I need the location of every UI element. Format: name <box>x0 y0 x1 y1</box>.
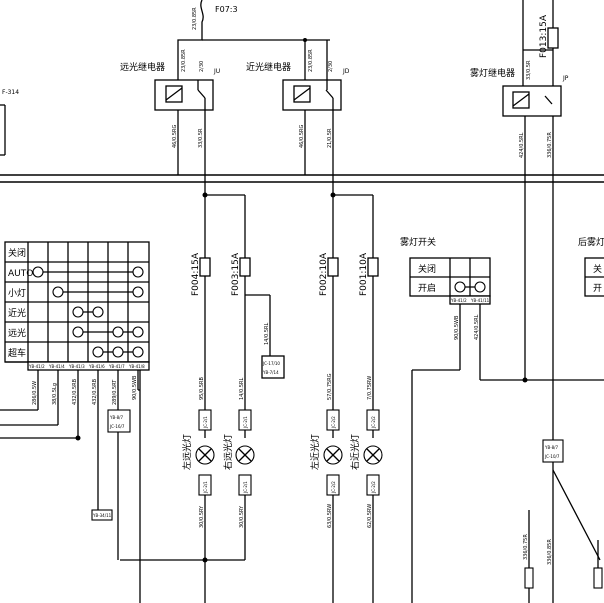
connector-label: JC-10/7 <box>544 454 560 459</box>
wire-label: 30/0.5RY <box>199 505 205 528</box>
relay-code: JD <box>342 68 350 75</box>
svg-text:YB-41/3: YB-41/3 <box>68 364 85 369</box>
lamp-left-high: JC-2/1 左远光灯 JC-2/1 <box>181 409 215 496</box>
connector-label: JC-16/7 <box>109 424 125 429</box>
light-switch-matrix: 关闭 AUTO 小灯 近光 远光 超车 YB-41/2 YB-41/4 YB-4… <box>4 241 150 371</box>
svg-text:JC-2/1: JC-2/1 <box>203 416 208 429</box>
relay-low-beam: 近光继电器 JD 23/0.85R 2/30 46/0.5RG 21/0.5R <box>246 40 350 175</box>
relay-name: 远光继电器 <box>120 61 165 73</box>
relay-high-beam: 远光继电器 JU 23/0.85R 2/30 46/0.5RG 33/0.5R <box>120 49 220 175</box>
svg-text:YB-41/7: YB-41/7 <box>108 364 125 369</box>
lamp-label: 右远光灯 <box>222 434 234 470</box>
lamp-label: 左近光灯 <box>309 434 321 470</box>
svg-text:JC-2/2: JC-2/2 <box>331 416 336 429</box>
lamp-right-high: JC-2/1 右远光灯 JC-2/1 <box>222 409 255 496</box>
relay-code: JU <box>213 68 220 75</box>
switch-row-label: 近光 <box>8 307 26 319</box>
relay-in-pin: 2/30 <box>199 61 205 72</box>
relay-fog: F013:15A 雾灯继电器 JP 33/0.5R 424/0.5RL 336/… <box>470 0 569 175</box>
relay-name: 近光继电器 <box>246 61 291 73</box>
switch-row-label: AUTO <box>8 269 33 279</box>
wire-label: 90/0.5WB <box>132 375 138 400</box>
lamp-label: 右近光灯 <box>349 434 361 470</box>
switch-row-label: 远光 <box>8 327 26 339</box>
switch-row-label: 关闭 <box>418 263 436 275</box>
wire-label: 63/0.5RW <box>327 504 333 528</box>
connector-label: YB-7/14 <box>262 370 279 375</box>
relay-in-wire: 23/0.85R <box>181 49 187 72</box>
switch-row-label: 超车 <box>8 347 26 359</box>
wire-label-f07: 23/0.85R <box>192 7 198 30</box>
relay-in-wire: 23/0.85R <box>308 49 314 72</box>
relay-in-wire: 33/0.5R <box>526 60 532 80</box>
wire-label: 90/0.5WB <box>454 315 460 340</box>
relay-in-pin: 2/30 <box>328 61 334 72</box>
fuse-label-f001: F001:10A <box>359 252 369 296</box>
lamp-right-low: JC-2/2 右近光灯 JC-2/2 <box>349 409 383 496</box>
switch-row-label: 关 <box>593 263 602 275</box>
wire-label: 62/0.5RW <box>367 504 373 528</box>
wire-label: 432/0.5RB <box>72 378 78 405</box>
connector-label: JC-17/10 <box>262 361 280 366</box>
wire-label: 336/0.75R <box>523 534 529 560</box>
switch-row-label: 小灯 <box>8 288 26 299</box>
relay-code: JP <box>562 75 569 82</box>
svg-text:YB-41/4: YB-41/4 <box>48 364 65 369</box>
wire-label: 7/0.75RW <box>367 376 373 400</box>
svg-text:YB-41/2: YB-41/2 <box>450 298 467 303</box>
wire-label: 424/0.5RL <box>474 314 480 340</box>
connector-label: YB-34/11 <box>92 513 112 518</box>
svg-text:JC-2/2: JC-2/2 <box>371 481 376 494</box>
relay-out-wire: 336/0.75R <box>547 132 553 158</box>
rear-fog-switch: 后雾灯 关 开 <box>578 237 604 297</box>
svg-text:JC-2/1: JC-2/1 <box>203 481 208 494</box>
wire-label: 30/0.5RY <box>239 505 245 528</box>
lamp-left-low: JC-2/2 左近光灯 JC-2/2 <box>309 409 343 496</box>
switch-row-label: 关闭 <box>8 247 26 259</box>
wire-label-tap-f003: 14/0.5RL <box>264 323 270 345</box>
wire-label: 14/0.5RL <box>239 378 245 400</box>
svg-text:YB-41/6: YB-41/6 <box>88 364 105 369</box>
fuse-label-f013: F013:15A <box>539 14 549 58</box>
wire-label: 38/0.5Lg <box>52 383 58 405</box>
lamp-label: 左远光灯 <box>181 434 193 470</box>
svg-text:YB-41/8: YB-41/8 <box>128 364 145 369</box>
svg-text:JC-2/2: JC-2/2 <box>331 481 336 494</box>
wire-label: 432/0.5RB <box>92 378 98 405</box>
wire-label: 286/0.5W <box>32 381 38 405</box>
wire-label: 57/0.75RG <box>327 373 333 400</box>
switch-row-label: 开 <box>593 283 602 294</box>
svg-text:JC-2/1: JC-2/1 <box>243 416 248 429</box>
svg-text:JC-2/1: JC-2/1 <box>243 481 248 494</box>
connector-label: YB-8/7 <box>544 445 559 450</box>
fog-switch: 雾灯开关 关闭 开启 YB-41/2 YB-41/11 <box>400 236 491 305</box>
fog-switch-title: 雾灯开关 <box>400 236 436 248</box>
wire-label: 336/0.85R <box>547 539 553 565</box>
left-edge-label: F-314 <box>2 89 19 96</box>
relay-coil-wire: 46/0.5RG <box>172 125 178 148</box>
relay-name: 雾灯继电器 <box>470 67 515 79</box>
wire-label: 289/0.5RT <box>112 379 118 405</box>
svg-text:YB-41/2: YB-41/2 <box>28 364 45 369</box>
fuse-label-f07: F07:3 <box>215 5 238 14</box>
relay-coil-wire: 424/0.5RL <box>519 132 525 158</box>
fuse-label-f003: F003:15A <box>231 252 241 296</box>
connector-label: YB-8/7 <box>109 415 124 420</box>
fuse-label-f004: F004:15A <box>191 252 201 296</box>
relay-coil-wire: 46/0.5RG <box>299 125 305 148</box>
rear-fog-title: 后雾灯 <box>578 237 604 248</box>
wire-label: 95/0.5RB <box>199 377 205 400</box>
switch-row-label: 开启 <box>418 282 436 294</box>
relay-out-wire: 21/0.5R <box>327 128 333 148</box>
svg-text:YB-41/11: YB-41/11 <box>470 298 490 303</box>
fuse-label-f002: F002:10A <box>319 252 329 296</box>
svg-text:JC-2/2: JC-2/2 <box>371 416 376 429</box>
relay-out-wire: 33/0.5R <box>198 128 204 148</box>
